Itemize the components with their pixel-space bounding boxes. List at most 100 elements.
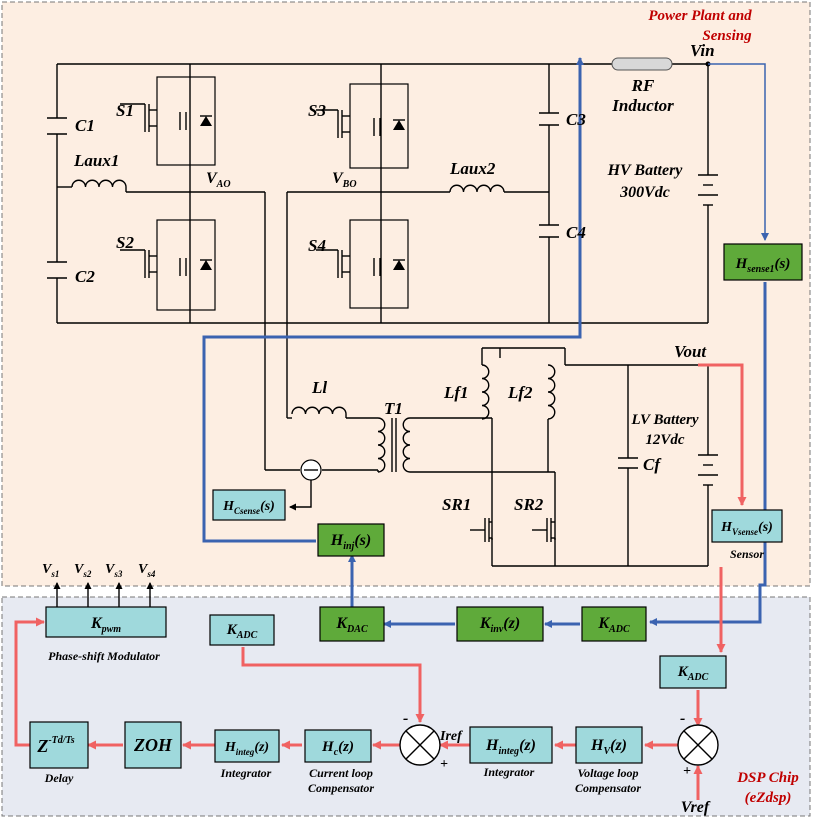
kadc-left-block (209, 614, 275, 646)
vs4-label: Vs4 (138, 562, 156, 579)
hcsense-main: H (222, 499, 235, 514)
hc-block (304, 729, 372, 763)
label-iref: Iref (439, 729, 463, 744)
zoh-label: ZOH (133, 735, 173, 755)
kdac-block (319, 606, 385, 642)
kpwm-label: Kpwm (90, 615, 121, 635)
hinteg1-sub: integ (236, 747, 255, 757)
switch-s1 (120, 76, 216, 166)
hsense1-block (723, 243, 803, 281)
hv-suffix: (z) (610, 737, 627, 754)
vs1-label: Vs1 (42, 562, 59, 579)
label-rf-2: Inductor (611, 96, 674, 115)
hv-sub: V (603, 746, 611, 757)
hsense1-sub: sense1 (746, 264, 774, 275)
hvsense-main: H (720, 520, 733, 535)
label-rf-1: RF (631, 76, 655, 95)
hvsense-caption: Sensor (730, 547, 764, 561)
kinv-block (456, 606, 544, 642)
secondary-side-wiring (265, 347, 718, 567)
label-c1: C1 (75, 116, 95, 135)
kadc-right-sub: ADC (687, 672, 709, 683)
hvsense-label: HVsense(s) (720, 520, 773, 537)
hv-battery (698, 174, 718, 215)
kadc-mid-sub: ADC (608, 624, 630, 635)
hv-label: HV(z) (590, 737, 627, 757)
label-c2: C2 (75, 267, 95, 286)
switch-s2 (120, 219, 216, 311)
kadc-right-main: K (677, 664, 689, 680)
vs3-sub: s3 (113, 569, 123, 579)
kinv-label: Kinv(z) (479, 615, 520, 635)
label-lf2: Lf2 (507, 383, 533, 402)
hc-main: H (321, 739, 335, 755)
label-vin: Vin (690, 41, 715, 60)
dsp-region-title-1: DSP Chip (736, 770, 799, 786)
delay-main: Z (36, 736, 48, 756)
kpwm-sub: pwm (101, 624, 122, 635)
kpwm-main: K (90, 615, 103, 632)
kadc-left-sub: ADC (236, 630, 258, 641)
kpwm-caption: Phase-shift Modulator (48, 649, 160, 663)
rf-inductor (611, 57, 673, 71)
switch-s4 (316, 219, 409, 309)
capacitors (47, 112, 559, 279)
label-vout: Vout (674, 342, 707, 361)
vs2-main: V (74, 562, 85, 577)
kdac-label: KDAC (335, 615, 368, 635)
label-s2: S2 (116, 233, 134, 252)
hinteg1-label: Hinteg(z) (224, 740, 269, 757)
hinj-label: Hinj(s) (330, 532, 371, 552)
current-sum-plus: + (440, 757, 448, 772)
hinteg2-caption: Integrator (483, 765, 535, 779)
kadc-right-block (659, 655, 727, 689)
power-region-title-2: Sensing (702, 28, 752, 44)
hinteg1-caption: Integrator (220, 766, 272, 780)
hinteg1-suffix: (z) (254, 740, 269, 755)
hc-label: Hc(z) (321, 739, 354, 758)
kinv-suffix: (z) (503, 615, 520, 632)
hc-caption-2: Compensator (308, 781, 374, 795)
vs3-main: V (105, 562, 116, 577)
label-sr1: SR1 (442, 495, 471, 514)
label-vbo-main: V (332, 170, 344, 187)
kadc-right-label: KADC (677, 664, 709, 683)
hc-sub: c (334, 747, 339, 758)
hinteg2-suffix: (z) (519, 737, 536, 754)
dsp-region-title-2: (eZdsp) (745, 790, 792, 806)
hc-caption-1: Current loop (309, 766, 373, 780)
kadc-mid-label: KADC (597, 615, 630, 635)
hv-main: H (590, 737, 604, 754)
power-region (1, 1, 811, 587)
kinv-sub: inv (491, 624, 504, 635)
hinj-suffix: (s) (354, 532, 371, 549)
kadc-mid-main: K (597, 615, 610, 632)
hinj-sub: inj (343, 541, 354, 552)
label-lv-2: 12Vdc (645, 432, 685, 448)
kadc-left-main: K (226, 622, 238, 638)
voltage-sum-plus: + (683, 764, 691, 779)
label-s1: S1 (116, 101, 134, 120)
power-region-title-1: Power Plant and (648, 8, 752, 24)
delay-block (29, 721, 89, 769)
kadc-left-label: KADC (226, 622, 258, 641)
zoh-block (124, 721, 182, 769)
vs1-main: V (42, 562, 53, 577)
label-hv-1: HV Battery (607, 162, 684, 179)
kdac-sub: DAC (346, 624, 368, 635)
vs4-sub: s4 (146, 569, 156, 579)
label-lf1: Lf1 (443, 383, 469, 402)
label-t1: T1 (384, 399, 403, 418)
vs2-label: Vs2 (74, 562, 92, 579)
hinteg2-sub: integ (499, 746, 520, 757)
hcsense-label: HCsense(s) (222, 499, 275, 516)
hinteg1-block (214, 729, 280, 763)
hinj-main: H (330, 532, 344, 549)
voltage-sum-minus: - (680, 710, 685, 727)
label-sr2: SR2 (514, 495, 544, 514)
hsense1-main: H (735, 256, 749, 272)
hinteg2-label: Hinteg(z) (485, 737, 536, 757)
kpwm-block (45, 606, 167, 638)
hvsense-suffix: (s) (758, 520, 773, 535)
